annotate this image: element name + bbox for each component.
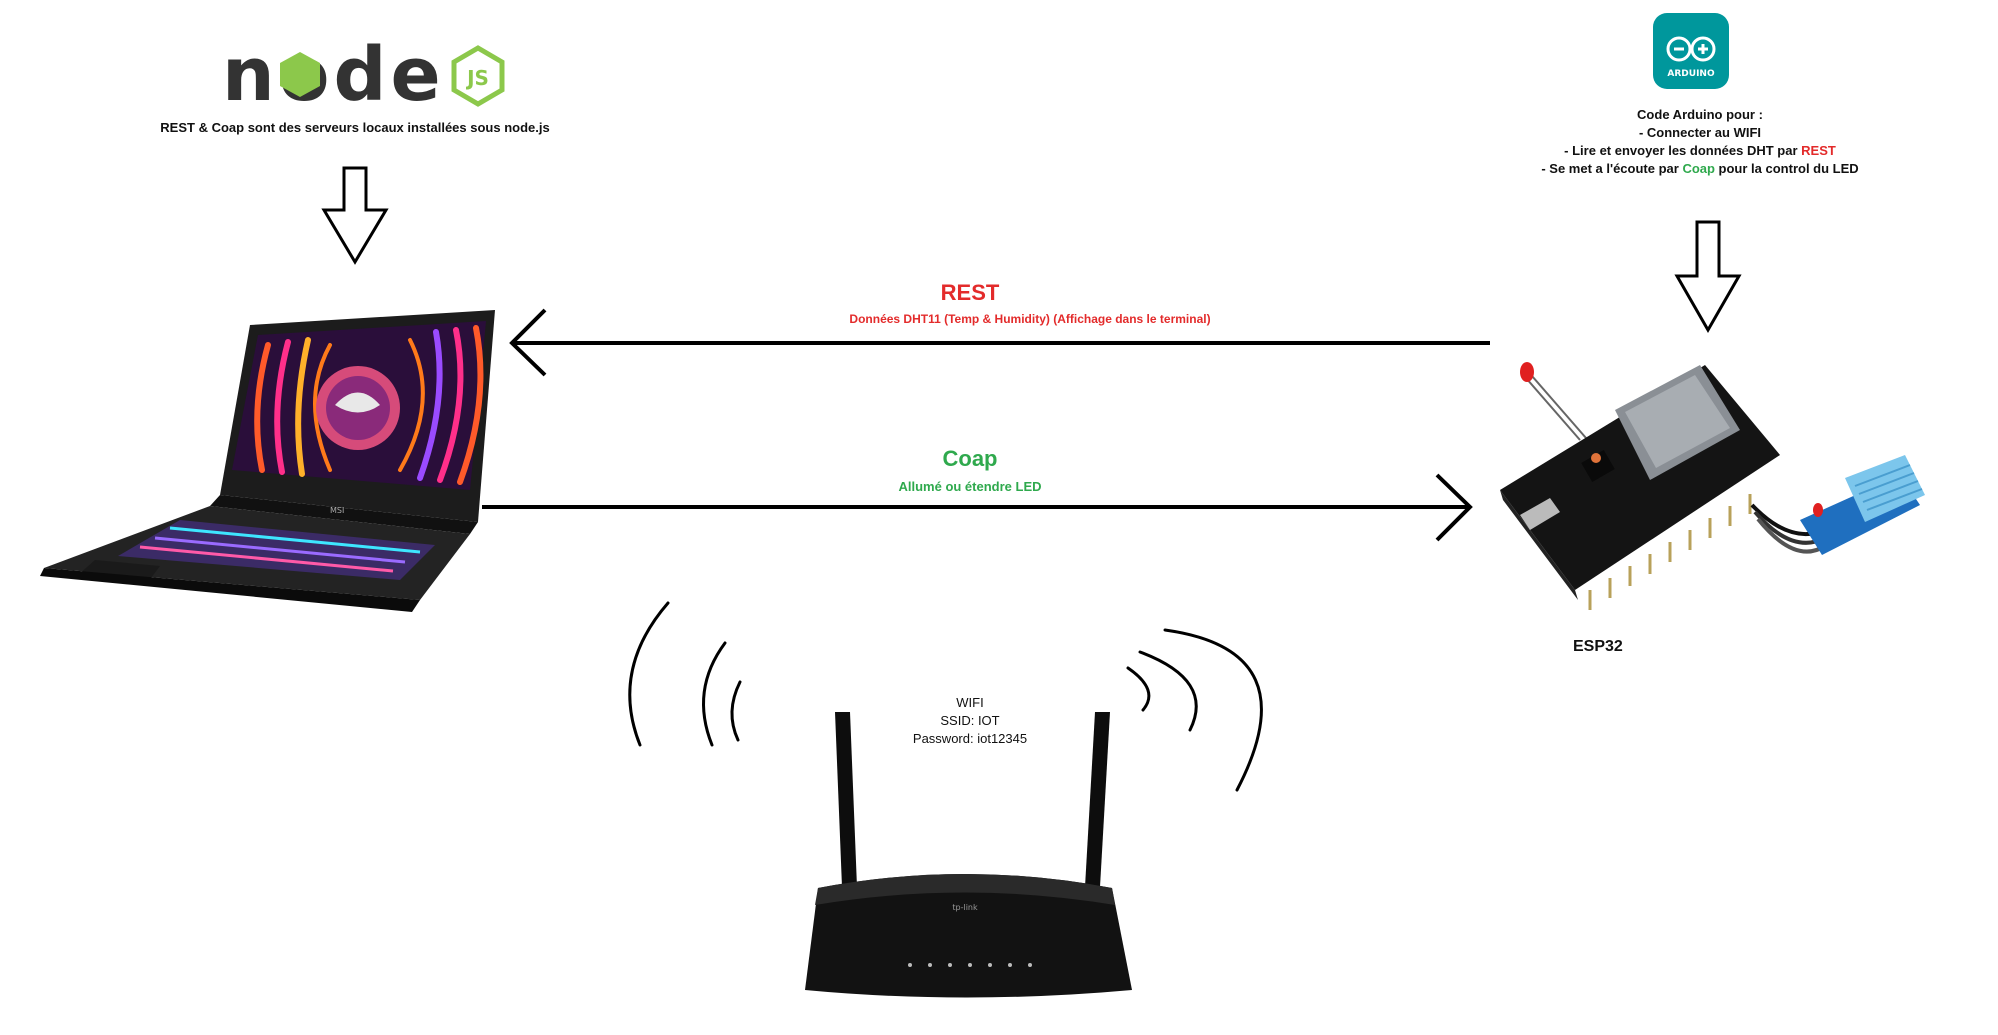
router-ssid: SSID: IOT <box>940 713 1000 728</box>
wifi-signal-left-icon <box>628 601 742 747</box>
nodejs-logo: node JS <box>222 32 505 118</box>
coap-arrow <box>482 473 1473 542</box>
esp32-board-image <box>1500 362 1925 610</box>
router-password: Password: iot12345 <box>912 731 1028 746</box>
nodejs-badge-text: JS <box>465 66 489 90</box>
arduino-line-wifi: - Connecter au WIFI <box>1638 125 1762 140</box>
rest-subtitle: Données DHT11 (Temp & Humidity) (Afficha… <box>849 312 1211 326</box>
rest-arrow <box>509 308 1490 377</box>
wifi-signal-right-icon <box>1126 628 1263 792</box>
nodejs-caption: REST & Coap sont des serveurs locaux ins… <box>160 120 550 135</box>
arduino-logo: ARDUINO <box>1653 13 1729 89</box>
router-info: WIFI SSID: IOT Password: iot12345 <box>870 694 1070 748</box>
coap-subtitle: Allumé ou étendre LED <box>898 479 1042 494</box>
router-image: tp-link <box>805 712 1132 998</box>
down-arrow-nodejs <box>321 166 389 265</box>
laptop-image: MSI <box>40 310 495 612</box>
down-arrow-arduino <box>1674 220 1742 334</box>
nodejs-logo-text: node <box>222 32 445 118</box>
arduino-logo-text: ARDUINO <box>1667 69 1715 79</box>
arduino-description: Code Arduino pour : - Connecter au WIFI … <box>1480 106 1920 178</box>
nodejs-js-badge-icon <box>451 45 505 107</box>
coap-title: Coap <box>942 446 998 471</box>
arduino-title: Code Arduino pour : <box>1637 107 1763 122</box>
laptop-brand-text: MSI <box>330 506 344 515</box>
esp32-label: ESP32 <box>1573 638 1623 655</box>
router-wifi-label: WIFI <box>956 695 984 710</box>
rest-title: REST <box>940 280 1000 305</box>
arduino-line-coap: - Se met a l'écoute par Coap pour la con… <box>1541 161 1859 176</box>
led-red-icon <box>1520 362 1534 382</box>
svg-text:tp-link: tp-link <box>952 903 978 912</box>
nodejs-hexagon-icon <box>280 52 320 97</box>
arduino-line-rest: - Lire et envoyer les données DHT par RE… <box>1564 143 1836 158</box>
